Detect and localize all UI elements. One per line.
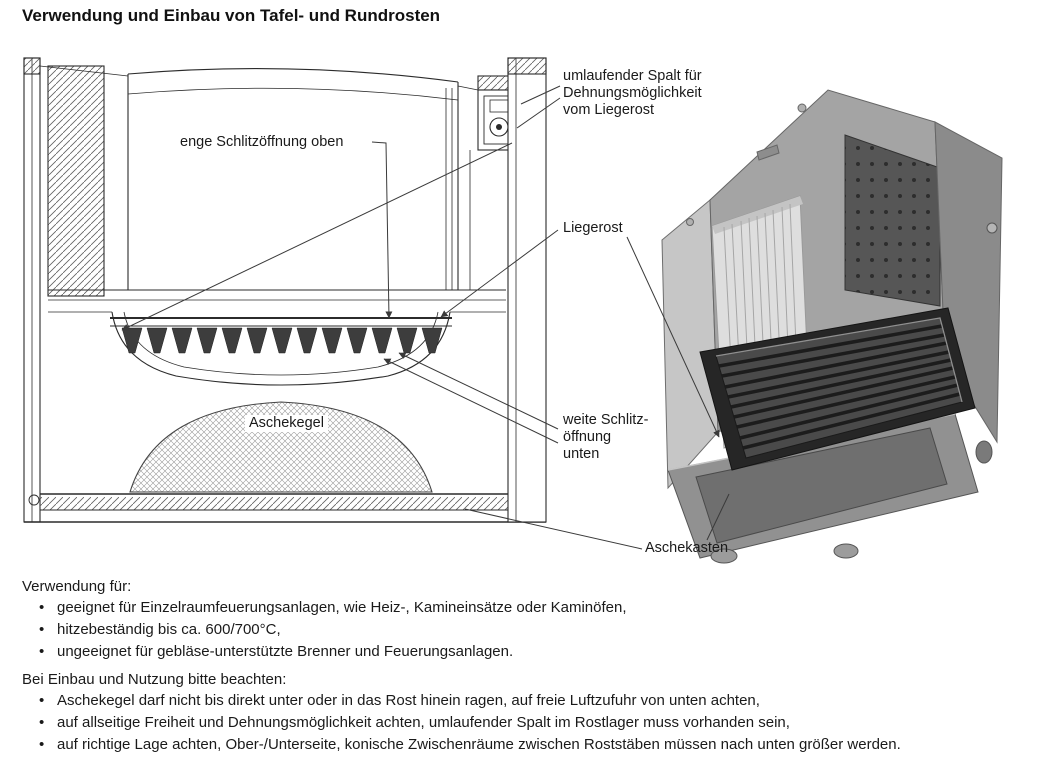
label-enge-schlitzoeffnung: enge Schlitzöffnung oben <box>180 134 344 150</box>
usage-item: ungeeignet für gebläse-unterstützte Bren… <box>22 642 1037 662</box>
right-outer-wall <box>507 57 547 523</box>
left-lining <box>47 65 105 297</box>
label-aschekasten: Aschekasten <box>645 540 729 556</box>
notes-heading: Bei Einbau und Nutzung bitte beachten: <box>22 670 287 688</box>
stove-cross-section <box>23 57 547 523</box>
notes-list: Aschekegel darf nicht bis direkt unter o… <box>22 691 1037 755</box>
label-umlaufender-spalt: umlaufender Spalt für Dehnungsmöglichkei… <box>563 68 702 119</box>
ash-cone <box>129 401 433 493</box>
usage-item: hitzebeständig bis ca. 600/700°C, <box>22 620 1037 640</box>
note-item: auf richtige Lage achten, Ober-/Untersei… <box>22 735 1037 755</box>
usage-item: geeignet für Einzelraumfeuerungsanlagen,… <box>22 598 1037 618</box>
leader-lines <box>121 85 730 550</box>
usage-heading: Verwendung für: <box>22 578 132 595</box>
page-title: Verwendung und Einbau von Tafel- und Run… <box>22 6 441 25</box>
hinge-detail <box>28 494 40 506</box>
body-text: Verwendung für: geeignet für Einzelraumf… <box>22 578 1037 757</box>
grate-teeth <box>110 317 452 354</box>
note-item: auf allseitige Freiheit und Dehnungsmögl… <box>22 713 1037 733</box>
perforated-panel <box>844 134 941 307</box>
grate-3d <box>715 317 963 459</box>
stove-3d-render <box>661 89 1003 564</box>
note-item: Aschekegel darf nicht bis direkt unter o… <box>22 691 1037 711</box>
label-aschekegel: Aschekegel <box>245 415 328 433</box>
usage-list: geeignet für Einzelraumfeuerungsanlagen,… <box>22 598 1037 662</box>
label-liegerost: Liegerost <box>563 220 623 236</box>
label-weite-schlitzoeffnung: weite Schlitz- öffnung unten <box>563 412 649 463</box>
